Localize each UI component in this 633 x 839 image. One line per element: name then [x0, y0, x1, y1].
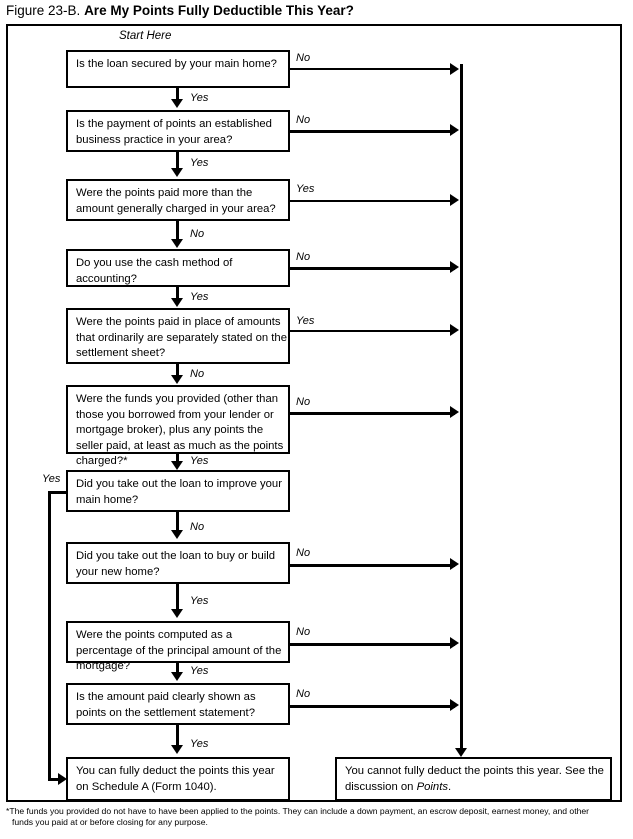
branch-q2-no: [290, 130, 455, 133]
decision-box-q5-text: Were the points paid in place of amounts…: [76, 316, 288, 359]
edge-label-q8-no: No: [296, 547, 311, 559]
connector-q9-q10: [176, 663, 179, 674]
outcome-not-deductible-italic: Points: [416, 780, 448, 793]
outcome-box-not-deductible[interactable]: You cannot fully deduct the points this …: [335, 757, 612, 801]
branch-q6-no: [290, 412, 455, 415]
footnote: *The funds you provided do not have to h…: [6, 806, 626, 827]
arrow-q1-q2: [171, 99, 183, 108]
outcome-box-deductible[interactable]: You can fully deduct the points this yea…: [66, 757, 290, 801]
outcome-not-deductible-text-a: You cannot fully deduct the points this …: [345, 765, 604, 793]
edge-label-q4-no: No: [296, 251, 311, 263]
no-path-spine: [460, 64, 463, 754]
outcome-not-deductible-text-b: .: [448, 780, 452, 793]
branch-q7-yes-into-outcome: [48, 778, 63, 781]
arrow-q4-q5: [171, 298, 183, 307]
connector-q3-q4: [176, 221, 179, 240]
branch-q9-no: [290, 643, 455, 646]
arrow-q8-no: [450, 558, 459, 570]
decision-box-q7[interactable]: Did you take out the loan to improve you…: [66, 470, 290, 512]
connector-q7-q8: [176, 512, 179, 531]
branch-q7-yes-stub: [48, 491, 68, 494]
edge-label-q7-no: No: [190, 521, 205, 533]
edge-label-q5-yes: Yes: [296, 315, 315, 327]
decision-box-q3[interactable]: Were the points paid more than the amoun…: [66, 179, 290, 221]
connector-q2-q3: [176, 152, 179, 170]
branch-q4-no: [290, 267, 455, 270]
branch-q3-yes: [290, 200, 455, 202]
decision-box-q4[interactable]: Do you use the cash method of accounting…: [66, 249, 290, 287]
figure-number: Figure 23-B.: [6, 3, 81, 18]
arrow-q3-yes: [450, 194, 459, 206]
arrow-q8-q9: [171, 609, 183, 618]
figure-title-text: Are My Points Fully Deductible This Year…: [84, 3, 354, 18]
edge-label-q6-no: No: [296, 396, 311, 408]
arrow-q1-no: [450, 63, 459, 75]
branch-q7-yes-vertical: [48, 491, 51, 780]
branch-q5-yes: [290, 330, 455, 332]
decision-box-q7-text: Did you take out the loan to improve you…: [76, 478, 282, 506]
edge-label-q3-yes: Yes: [296, 183, 315, 195]
arrow-q10-outcome: [171, 745, 183, 754]
edge-label-q8-yes: Yes: [190, 595, 209, 607]
connector-q5-q6: [176, 364, 179, 377]
arrow-q4-no: [450, 261, 459, 273]
branch-q10-no: [290, 705, 455, 708]
edge-label-q9-yes: Yes: [190, 665, 209, 677]
branch-q1-no: [290, 68, 455, 70]
connector-q10-outcome: [176, 725, 179, 747]
decision-box-q1-text: Is the loan secured by your main home?: [76, 58, 277, 70]
decision-box-q8[interactable]: Did you take out the loan to buy or buil…: [66, 542, 290, 584]
chart-frame: [6, 24, 622, 802]
decision-box-q4-text: Do you use the cash method of accounting…: [76, 257, 233, 285]
connector-q6-q7: [176, 454, 179, 463]
decision-box-q2-text: Is the payment of points an established …: [76, 118, 272, 146]
arrow-q6-no: [450, 406, 459, 418]
decision-box-q9[interactable]: Were the points computed as a percentage…: [66, 621, 290, 672]
decision-box-q10[interactable]: Is the amount paid clearly shown as poin…: [66, 683, 290, 725]
decision-box-q1[interactable]: Is the loan secured by your main home?: [66, 50, 290, 88]
arrow-q10-no: [450, 699, 459, 711]
edge-label-q10-yes: Yes: [190, 738, 209, 750]
arrow-q5-q6: [171, 375, 183, 384]
footnote-line-2: funds you paid at or before closing for …: [12, 816, 208, 827]
decision-box-q3-text: Were the points paid more than the amoun…: [76, 187, 276, 215]
arrow-q6-q7: [171, 461, 183, 470]
edge-label-q4-yes: Yes: [190, 291, 209, 303]
arrow-q9-no: [450, 637, 459, 649]
edge-label-q1-yes: Yes: [190, 92, 209, 104]
arrow-q9-q10: [171, 672, 183, 681]
edge-label-q2-yes: Yes: [190, 157, 209, 169]
arrow-q2-no: [450, 124, 459, 136]
decision-box-q6-text: Were the funds you provided (other than …: [76, 393, 284, 467]
decision-box-q6[interactable]: Were the funds you provided (other than …: [66, 385, 290, 467]
decision-box-q2[interactable]: Is the payment of points an established …: [66, 110, 290, 152]
connector-q1-q2: [176, 88, 179, 101]
decision-box-q5[interactable]: Were the points paid in place of amounts…: [66, 308, 290, 364]
decision-box-q10-text: Is the amount paid clearly shown as poin…: [76, 691, 256, 719]
connector-q4-q5: [176, 287, 179, 300]
arrow-q7-q8: [171, 530, 183, 539]
edge-label-q6-yes: Yes: [190, 455, 209, 467]
arrow-q5-yes: [450, 324, 459, 336]
spine-arrowhead-down: [455, 748, 467, 757]
arrow-q2-q3: [171, 168, 183, 177]
edge-label-q1-no: No: [296, 52, 311, 64]
edge-label-q5-no: No: [190, 368, 205, 380]
arrow-q3-q4: [171, 239, 183, 248]
branch-q8-no: [290, 564, 455, 567]
edge-label-q7-yes: Yes: [42, 473, 61, 485]
outcome-deductible-text: You can fully deduct the points this yea…: [76, 765, 275, 793]
decision-box-q8-text: Did you take out the loan to buy or buil…: [76, 550, 276, 578]
footnote-line-1: *The funds you provided do not have to h…: [6, 806, 590, 816]
figure-title: Figure 23-B. Are My Points Fully Deducti…: [6, 3, 354, 19]
connector-q8-q9: [176, 584, 179, 611]
decision-box-q9-text: Were the points computed as a percentage…: [76, 629, 282, 672]
start-here-label: Start Here: [119, 30, 172, 42]
edge-label-q3-no: No: [190, 228, 205, 240]
arrow-q7-yes: [58, 773, 67, 785]
edge-label-q2-no: No: [296, 114, 311, 126]
edge-label-q10-no: No: [296, 688, 311, 700]
edge-label-q9-no: No: [296, 626, 311, 638]
